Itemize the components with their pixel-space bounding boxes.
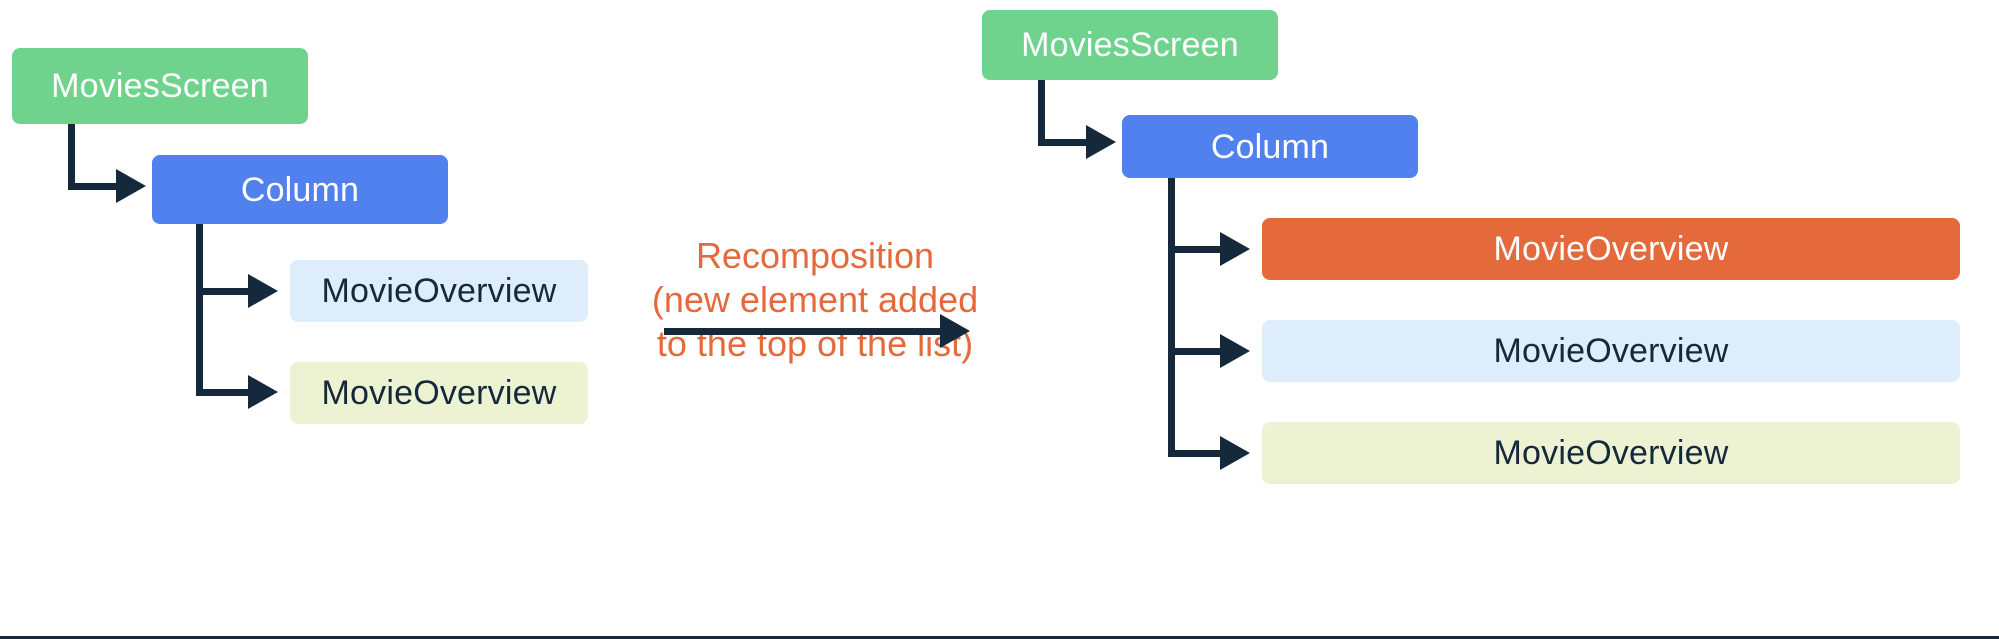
after-arrowhead-to-column-icon	[1086, 125, 1116, 159]
before-node-movie-overview-1: MovieOverview	[290, 260, 588, 322]
after-edge-branch-2	[1168, 348, 1238, 355]
after-arrowhead-branch-2-icon	[1220, 334, 1250, 368]
recomposition-caption-line-1: Recomposition	[695, 235, 935, 276]
after-edge-column-trunk	[1168, 178, 1175, 456]
before-arrowhead-to-column-icon	[116, 169, 146, 203]
before-node-movies-screen: MoviesScreen	[12, 48, 308, 124]
after-edge-branch-3	[1168, 450, 1238, 457]
before-edge-root-to-column-vertical	[68, 124, 75, 190]
after-edge-branch-1	[1168, 246, 1238, 253]
before-node-movie-overview-2-label: MovieOverview	[321, 374, 557, 412]
transition-arrow-shaft	[664, 328, 948, 335]
after-edge-root-to-column-vertical	[1038, 80, 1045, 146]
before-arrowhead-branch-2-icon	[248, 375, 278, 409]
recomposition-caption-line-3: to the top of the list)	[656, 323, 974, 364]
before-node-movie-overview-2: MovieOverview	[290, 362, 588, 424]
before-edge-column-trunk	[196, 224, 203, 396]
after-arrowhead-branch-3-icon	[1220, 436, 1250, 470]
transition-arrow-head-icon	[940, 314, 970, 348]
before-node-movies-screen-label: MoviesScreen	[51, 67, 269, 105]
before-edge-root-to-column-horizontal	[68, 183, 134, 190]
after-node-movies-screen-label: MoviesScreen	[1021, 26, 1239, 64]
after-node-movie-overview-2: MovieOverview	[1262, 320, 1960, 382]
after-node-movies-screen: MoviesScreen	[982, 10, 1278, 80]
after-node-movie-overview-1: MovieOverview	[1262, 218, 1960, 280]
after-edge-root-to-column-horizontal	[1038, 139, 1104, 146]
before-node-column: Column	[152, 155, 448, 224]
recomposition-caption-line-2: (new element added	[651, 279, 979, 320]
after-arrowhead-branch-1-icon	[1220, 232, 1250, 266]
before-arrowhead-branch-1-icon	[248, 274, 278, 308]
after-node-movie-overview-2-label: MovieOverview	[1493, 332, 1729, 370]
before-edge-branch-1	[196, 288, 266, 295]
after-node-column-label: Column	[1210, 127, 1330, 166]
before-node-column-label: Column	[240, 170, 360, 209]
after-node-column: Column	[1122, 115, 1418, 178]
after-node-movie-overview-3-label: MovieOverview	[1493, 434, 1729, 472]
bottom-divider	[0, 636, 1999, 639]
before-edge-branch-2	[196, 389, 266, 396]
before-node-movie-overview-1-label: MovieOverview	[321, 272, 557, 310]
after-node-movie-overview-3: MovieOverview	[1262, 422, 1960, 484]
after-node-movie-overview-1-label: MovieOverview	[1493, 230, 1729, 268]
